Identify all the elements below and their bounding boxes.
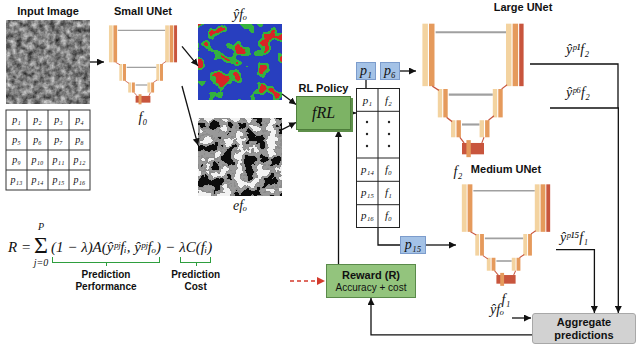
output-label: ŷᵖ¹f₂ (566, 42, 589, 58)
formula-term: Σ (34, 233, 48, 257)
connector (400, 70, 416, 71)
table-cell: f₂ (378, 94, 399, 106)
patch-label: p₃ (54, 114, 62, 126)
connector (182, 86, 198, 145)
patch-grid (6, 110, 90, 190)
patch-tag: p₁₅ (400, 236, 426, 254)
connector (378, 228, 400, 245)
table-cell: p₁₆ (357, 209, 378, 221)
node-heading: efₒ (233, 198, 247, 213)
patch-label: p₁₄ (32, 174, 44, 186)
connector (282, 123, 296, 130)
formula-note: Prediction Performance (64, 269, 148, 292)
output-label: ŷᵖ⁶f₂ (566, 85, 590, 101)
node-heading: Large UNet (494, 1, 553, 14)
table-cell: f₀ (378, 209, 399, 221)
formula-term: P (38, 222, 44, 232)
patch-label: p₁₆ (74, 174, 86, 186)
node-heading: Input Image (17, 5, 79, 18)
output-label: ŷᵖ¹⁵f₁ (560, 230, 588, 246)
error-map: efₒ (198, 118, 282, 196)
connector (282, 94, 296, 105)
patch-label: p₁₅ (53, 174, 65, 186)
input-texture (6, 20, 90, 104)
error-image (198, 118, 282, 196)
table-cell: p₁₄ (357, 163, 378, 175)
ellipsis-dots (366, 121, 390, 147)
node-label: p₁ (360, 63, 372, 78)
unet-model: Medium UNetf₁ (456, 178, 556, 290)
segmentation-map: ŷfₒ (198, 24, 282, 100)
patch-label: p₄ (75, 114, 83, 126)
connector (426, 244, 456, 245)
patch-label: p₁₁ (53, 154, 65, 166)
connector (182, 46, 198, 65)
connector (90, 61, 104, 62)
unet-icon (422, 24, 523, 157)
unet-icon (109, 25, 177, 104)
input-arrow (512, 317, 531, 318)
unet-model: Large UNetf₂ (416, 16, 550, 162)
policy-box: RL PolicyfRL (296, 96, 351, 130)
node-label: p₆ (384, 63, 396, 78)
assignment-table: p₁f₂p₁₄f₀p₁₅f₁p₁₆f₀ (356, 88, 400, 228)
patch-label: p₈ (75, 134, 83, 146)
patch-label: p₅ (12, 134, 20, 146)
patch-label: p₁₂ (74, 154, 86, 166)
formula-term: − (165, 238, 175, 256)
connector (556, 250, 594, 313)
connector (365, 80, 366, 88)
output-line (530, 64, 618, 108)
node-heading: f₀ (139, 110, 148, 125)
patch-label: p₁ (12, 114, 20, 126)
node-heading: Small UNet (114, 5, 172, 18)
unet-model: Small UNetf₀ (104, 20, 182, 108)
table-cell: p₁₅ (357, 186, 378, 198)
patch-label: p₆ (33, 134, 41, 146)
patch-label: p₂ (33, 114, 41, 126)
reward-dashed-arrow (290, 280, 325, 282)
node-label: Reward (R) (342, 269, 400, 282)
connector (550, 108, 618, 313)
node-heading: ŷfₒ (233, 7, 247, 22)
node-label: fRL (312, 104, 335, 122)
patch-label: p₁₃ (11, 174, 23, 186)
table-rules (356, 88, 400, 228)
patch-label: p₉ (12, 154, 20, 166)
formula-term: j=0 (34, 258, 49, 268)
patch-label: p₇ (54, 134, 62, 146)
table-cell: f₀ (378, 163, 399, 175)
formula-term: (1 − λ)A(ŷᵖʲfᵢ, ŷᵖʲfₒ) (51, 238, 161, 256)
formula-term: λC(fᵢ) (179, 238, 212, 256)
unet-icon (462, 184, 550, 286)
input-image: Input Image (6, 20, 90, 104)
node-label: p₁₅ (405, 237, 422, 252)
table-cell: p₁ (357, 94, 378, 106)
output-label: ŷfₒ (490, 302, 504, 318)
node-heading: RL Policy (299, 82, 349, 95)
aggregate-box: Aggregate predictions (532, 313, 636, 344)
node-label: Aggregate predictions (537, 316, 631, 341)
reward-box: Reward (R)Accuracy + cost (326, 264, 416, 298)
patch-tag: p₆ (380, 62, 400, 80)
node-heading: f₂ (454, 164, 463, 179)
segmentation-image (198, 24, 282, 100)
patch-label: p₁₀ (32, 154, 44, 166)
formula-note: Prediction Cost (166, 269, 226, 292)
formula-term: R = (8, 238, 31, 256)
node-heading: Medium UNet (471, 163, 541, 176)
node-label: Accuracy + cost (336, 282, 407, 294)
connector (338, 130, 339, 264)
table-cell: f₁ (378, 186, 399, 198)
patch-tag: p₁ (356, 62, 376, 80)
